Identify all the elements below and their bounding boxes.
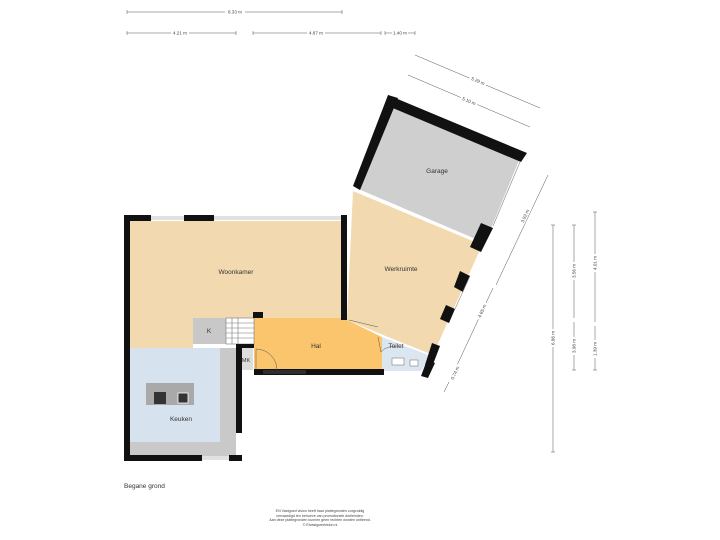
floor-title: Begane grond: [124, 483, 165, 490]
disclaimer-line: © Efvastgoedvision.nl: [302, 522, 338, 527]
room-kast: [193, 318, 226, 344]
dim-width-middle: 4.87 m: [309, 31, 323, 36]
label-keuken: Keuken: [170, 416, 192, 423]
cooktop-icon: [154, 392, 166, 404]
dim-diag-lower: 4.65 m: [477, 303, 488, 318]
label-meterkast: MK: [242, 358, 251, 364]
disclaimer-line: vervaardigd ten behoeve van promotionele…: [276, 513, 364, 518]
windows: [151, 161, 521, 460]
dim-right-outer-upper: 4.01 m: [593, 256, 598, 270]
room-woonkamer: [130, 221, 341, 348]
doors: [255, 319, 397, 371]
dim-diag-upper: 3.92 m: [520, 208, 531, 223]
kitchen-counter-strip: [220, 348, 236, 456]
dim-width-right: 1.40 m: [393, 31, 407, 36]
disclaimer-line: Aan deze plattegronden kunnen geen recht…: [269, 518, 371, 523]
dim-total-width: 8.33 m: [228, 10, 242, 15]
disclaimer-line: EN Vastgoed vision heeft haar plattegron…: [275, 509, 365, 513]
sink-icon: [177, 392, 189, 404]
kitchen-bottom-counter: [130, 442, 236, 456]
dim-garage-outer: 5.29 m: [471, 76, 486, 86]
washbasin: [409, 359, 419, 367]
dimension-labels: 8.33 m 4.21 m 4.87 m 1.40 m 5.29 m 5.10 …: [171, 9, 598, 383]
dim-right-outer-lower: 1.39 m: [593, 342, 598, 356]
dim-width-left: 4.21 m: [173, 31, 187, 36]
toilet-basin: [391, 357, 405, 366]
label-hal: Hal: [311, 343, 321, 350]
room-hal: [254, 318, 382, 369]
label-werkruimte: Werkruimte: [384, 266, 417, 273]
disclaimer: EN Vastgoed vision heeft haar plattegron…: [220, 509, 420, 527]
label-woonkamer: Woonkamer: [219, 269, 255, 276]
room-garage: [356, 102, 520, 243]
label-toilet: Toilet: [388, 343, 403, 350]
walls: [124, 95, 527, 461]
dim-right-mid-upper: 3.56 m: [572, 264, 577, 278]
label-garage: Garage: [426, 168, 448, 175]
label-kast: K: [207, 328, 212, 335]
dim-right-total: 6.86 m: [551, 331, 556, 345]
dim-right-mid-lower: 3.98 m: [572, 339, 577, 353]
staircase: [225, 317, 255, 345]
dim-diag-bottom: 0.74 m: [450, 365, 461, 380]
dim-garage-inner: 5.10 m: [462, 96, 477, 106]
